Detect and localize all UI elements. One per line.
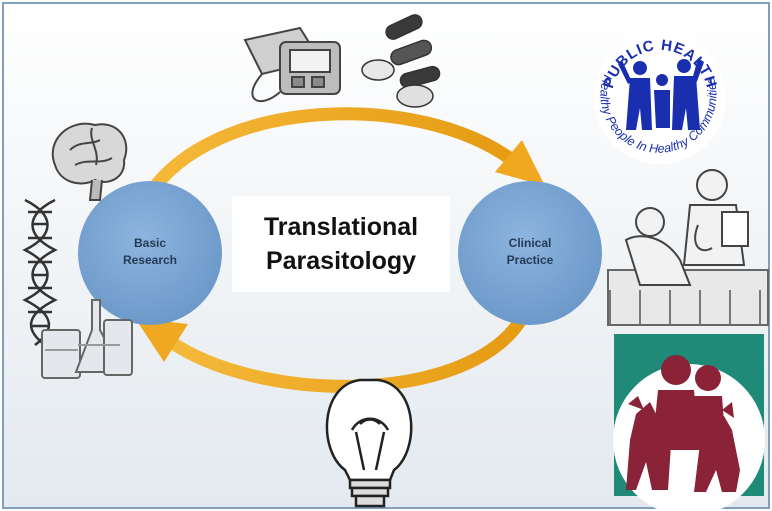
family-pets-logo bbox=[613, 334, 765, 511]
diagram-title-line-1: Translational bbox=[263, 213, 419, 241]
basic-research-node bbox=[78, 181, 222, 325]
lightbulb-icon bbox=[325, 378, 413, 508]
basic-research-label-line-1: Basic bbox=[133, 236, 167, 250]
diagram-title-line-2: Parasitology bbox=[265, 247, 417, 275]
clinical-practice-label: Clinical Practice bbox=[475, 235, 585, 269]
lab-glassware-icon bbox=[41, 299, 133, 379]
diagram-title: Translational Parasitology bbox=[232, 196, 450, 292]
clinical-practice-node bbox=[458, 181, 602, 325]
blood-pressure-monitor-icon bbox=[243, 26, 341, 102]
pills-icon bbox=[361, 14, 441, 108]
dna-icon bbox=[22, 198, 58, 346]
doctor-patient-icon bbox=[607, 169, 769, 326]
basic-research-label: Basic Research bbox=[95, 235, 205, 269]
brain-icon bbox=[51, 122, 128, 201]
clinical-practice-label-line-1: Clinical bbox=[508, 236, 552, 250]
clinical-practice-label-line-2: Practice bbox=[506, 253, 554, 267]
public-health-logo: PUBLIC HEALTH Healthy People In Healthy … bbox=[594, 32, 726, 164]
basic-research-label-line-2: Research bbox=[122, 253, 178, 267]
forward-cycle-arrow bbox=[141, 107, 545, 203]
